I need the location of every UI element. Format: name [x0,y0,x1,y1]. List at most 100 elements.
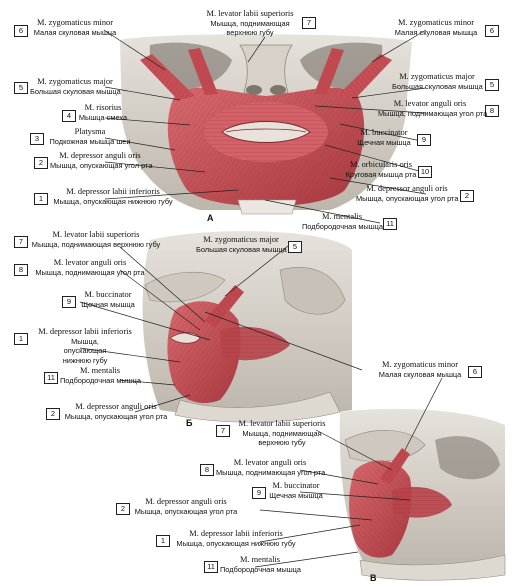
label-zygomaticus-major: M. zygomaticus major Большая скуловая мы… [30,77,121,96]
russian-name: Мышца, поднимающая угол рта [35,267,145,277]
panel-letter-a: А [207,213,214,223]
label-number: 3 [30,133,44,145]
label-zygomaticus-minor: M. zygomaticus minor Малая скуловая мышц… [30,18,120,37]
russian-name: Круговая мышца рта [345,169,417,179]
label-depressor-anguli-oris: M. depressor anguli oris Мышца, опускающ… [356,184,458,203]
leader-lines [79,29,443,568]
label-number: 10 [418,166,432,178]
russian-name: Мышца, опускающая нижнюю губу [62,336,108,365]
russian-name: Мышца, опускающая угол рта [356,193,459,203]
label-depressor-anguli-oris: M. depressor anguli oris Мышца, опускающ… [50,151,153,170]
label-depressor-anguli-oris: M. depressor anguli oris Мышца, опускающ… [132,497,240,516]
russian-name: Подкожная мышца шеи [49,136,131,146]
label-number: 1 [34,193,48,205]
label-risorius: M. risorius Мышца смеха [78,103,128,122]
label-number: 2 [116,503,130,515]
label-number: 2 [460,190,474,202]
label-levator-anguli-oris: M. levator anguli oris Мышца, поднимающа… [216,458,326,477]
label-depressor-anguli-oris: M. depressor anguli oris Мышца, опускающ… [62,402,170,421]
label-buccinator: M. buccinator Щечная мышца [78,290,138,309]
label-number: 2 [34,157,48,169]
latin-name: M. zygomaticus minor [36,18,114,27]
label-number: 6 [485,25,499,37]
russian-name: Большая скуловая мышца [392,81,483,91]
label-number: 5 [288,241,302,253]
russian-name: Мышца, опускающая нижнюю губу [176,538,296,548]
label-number: 6 [468,366,482,378]
label-number: 7 [14,236,28,248]
russian-name: Щечная мышца [269,490,323,500]
panel-letter-c: В [370,573,377,583]
russian-name: Мышца, поднимающая верхнюю губу [210,18,290,38]
latin-name: M. zygomaticus major [37,77,113,86]
russian-name: Мышца, поднимающая верхнюю губу [242,428,322,448]
label-number: 8 [14,264,28,276]
russian-name: Большая скуловая мышца [196,244,287,254]
latin-name: M. depressor anguli oris [75,402,157,411]
label-levator-labii-superioris: M. levator labii superioris Мышца, подни… [232,419,332,448]
latin-name: M. risorius [84,103,122,112]
latin-name: M. depressor labii inferioris [66,187,160,196]
label-mentalis: M. mentalis Подбородочная мышца [220,555,301,574]
latin-name: M. zygomaticus minor [397,18,475,27]
label-platysma: Platysma Подкожная мышца шеи [46,127,134,146]
label-number: 11 [204,561,218,573]
russian-name: Мышца, поднимающая верхнюю губу [31,239,161,249]
panel-b-illustration [142,231,352,423]
russian-name: Подбородочная мышца [302,221,383,231]
label-number: 7 [302,17,316,29]
panel-c-illustration [339,408,506,581]
latin-name: Platysma [74,127,106,136]
label-number: 4 [62,110,76,122]
label-levator-labii-superioris: M. levator labii superioris Мышца, подни… [30,230,162,249]
russian-name: Подбородочная мышца [220,564,301,574]
latin-name: M. depressor labii inferioris [38,327,132,336]
label-mentalis: M. mentalis Подбородочная мышца [302,212,383,231]
russian-name: Мышца, опускающая нижнюю губу [53,196,173,206]
russian-name: Малая скуловая мышца [378,369,462,379]
russian-name: Малая скуловая мышца [394,27,478,37]
latin-name: M. zygomaticus major [399,72,475,81]
russian-name: Малая скуловая мышца [33,27,117,37]
label-number: 9 [252,487,266,499]
latin-name: M. depressor anguli oris [366,184,448,193]
russian-name: Мышца, опускающая угол рта [134,506,238,516]
russian-name: Мышца, опускающая угол рта [50,160,153,170]
latin-name: M. depressor labii inferioris [189,529,283,538]
label-zygomaticus-minor: M. zygomaticus minor Малая скуловая мышц… [374,360,466,379]
panel-a-illustration [120,34,412,215]
latin-name: M. levator anguli oris [53,258,127,267]
label-zygomaticus-major: M. zygomaticus major Большая скуловая мы… [392,72,483,91]
label-buccinator: M. buccinator Щечная мышца [266,481,326,500]
latin-name: M. zygomaticus minor [381,360,459,369]
label-number: 7 [216,425,230,437]
latin-name: M. mentalis [239,555,280,564]
latin-name: M. levator anguli oris [393,99,467,108]
latin-name: M. levator labii superioris [238,419,326,428]
russian-name: Мышца, поднимающая угол рта [216,467,326,477]
label-orbicularis-oris: M. orbicularis oris Круговая мышца рта [344,160,418,179]
label-number: 9 [62,296,76,308]
label-buccinator: M. buccinator Щечная мышца [352,128,416,147]
label-number: 9 [417,134,431,146]
latin-name: M. levator labii superioris [52,230,140,239]
latin-name: M. buccinator [360,128,408,137]
latin-name: M. buccinator [84,290,132,299]
label-number: 6 [14,25,28,37]
latin-name: M. zygomaticus major [203,235,279,244]
panel-letter-b: Б [186,418,193,428]
label-number: 8 [485,105,499,117]
label-zygomaticus-major: M. zygomaticus major Большая скуловая мы… [196,235,287,254]
label-zygomaticus-minor: M. zygomaticus minor Малая скуловая мышц… [390,18,482,37]
label-levator-labii-superioris: M. levator labii superioris Мышца, подни… [200,9,300,38]
label-depressor-labii-inferioris: M. depressor labii inferioris Мышца, опу… [50,187,176,206]
label-levator-anguli-oris: M. levator anguli oris Мышца, поднимающа… [30,258,150,277]
russian-name: Большая скуловая мышца [30,86,121,96]
russian-name: Щечная мышца [357,137,411,147]
latin-name: M. orbicularis oris [349,160,413,169]
russian-name: Мышца смеха [78,112,128,122]
latin-name: M. depressor anguli oris [145,497,227,506]
latin-name: M. levator anguli oris [233,458,307,467]
